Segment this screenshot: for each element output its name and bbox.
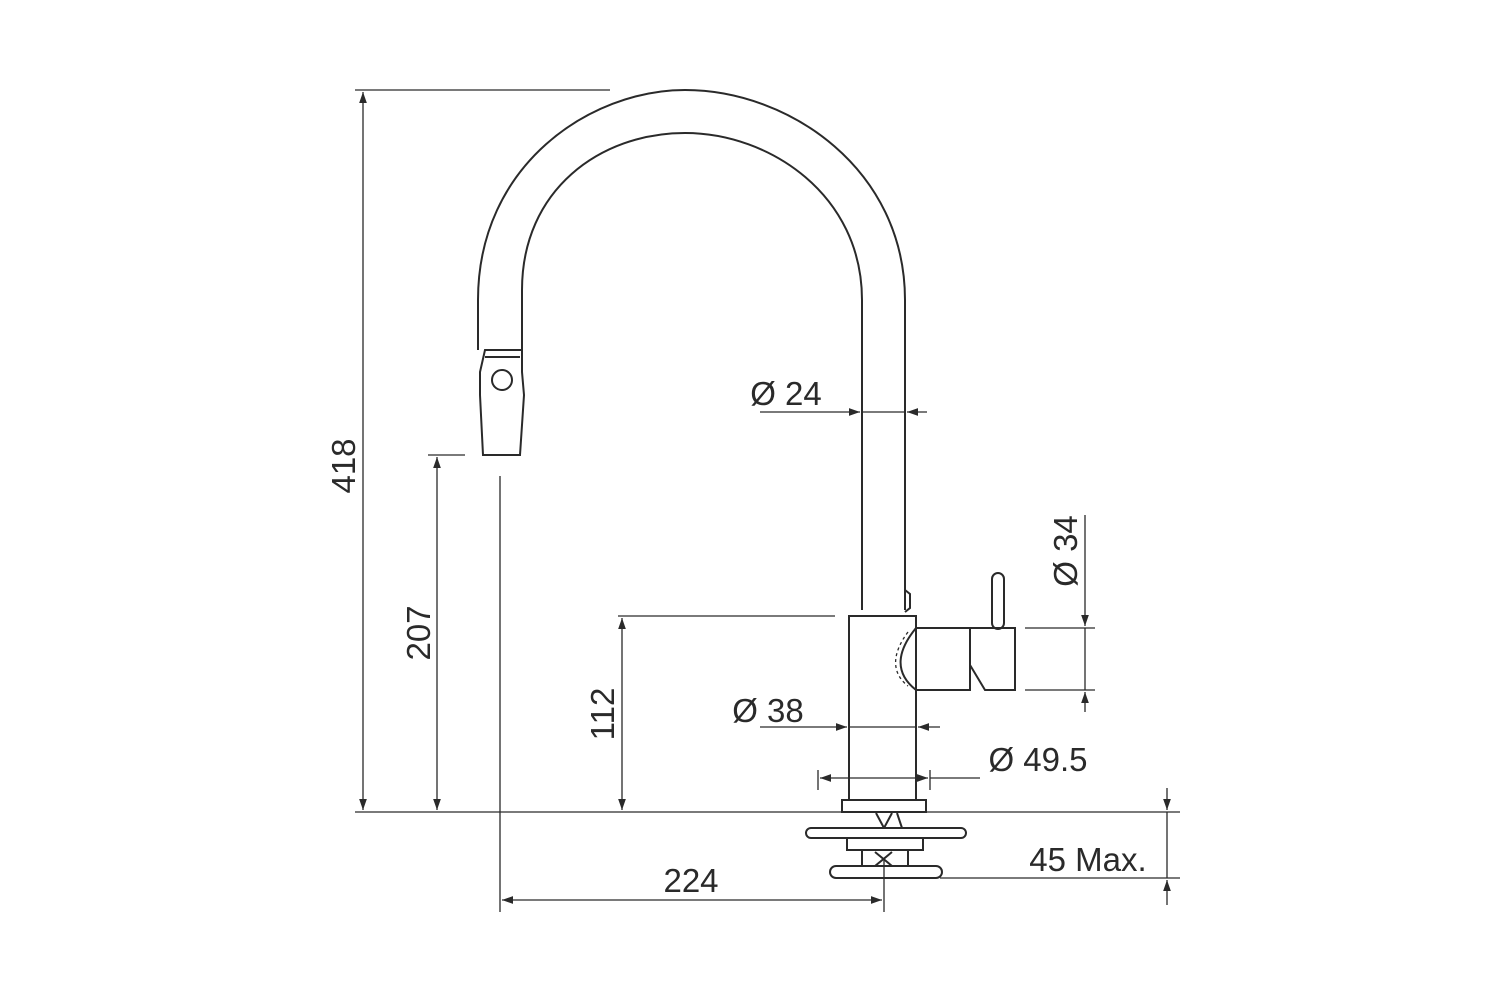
- mount-threads: [875, 812, 903, 829]
- label-total-height: 418: [325, 438, 362, 493]
- lever-handle: [991, 572, 1005, 630]
- label-spout-diameter: Ø 24: [750, 375, 822, 412]
- lower-washer: [829, 865, 943, 879]
- lever-housing: [916, 627, 971, 691]
- dimension-labels: 418 207 112 224 Ø 24 Ø 34 Ø 38 Ø 49.5 45…: [325, 375, 1147, 899]
- label-base-diameter: Ø 49.5: [988, 741, 1087, 778]
- body-nub: [904, 589, 911, 613]
- spout-inner-arc: [521, 131, 863, 610]
- lever-neck: [899, 627, 917, 691]
- faucet-outline: [477, 88, 1016, 879]
- mount-bolt: [861, 850, 909, 867]
- label-outlet-height: 207: [400, 605, 437, 660]
- spout-outer-arc: [477, 88, 906, 610]
- spray-head: [479, 349, 526, 456]
- base-flange: [841, 799, 927, 813]
- spray-button-icon: [491, 369, 513, 391]
- lever-cap: [969, 627, 1016, 691]
- dimension-lines: [359, 92, 1171, 905]
- label-lever-diameter: Ø 34: [1047, 515, 1084, 587]
- mounting-nut: [846, 837, 924, 851]
- lever-neck-shade: [895, 631, 909, 687]
- label-counter-thickness: 45 Max.: [1029, 841, 1146, 878]
- label-lever-height: 112: [584, 688, 621, 741]
- label-spout-reach: 224: [663, 862, 718, 899]
- label-body-diameter: Ø 38: [732, 692, 804, 729]
- extension-lines: [355, 89, 1180, 912]
- mounting-plate: [805, 827, 967, 839]
